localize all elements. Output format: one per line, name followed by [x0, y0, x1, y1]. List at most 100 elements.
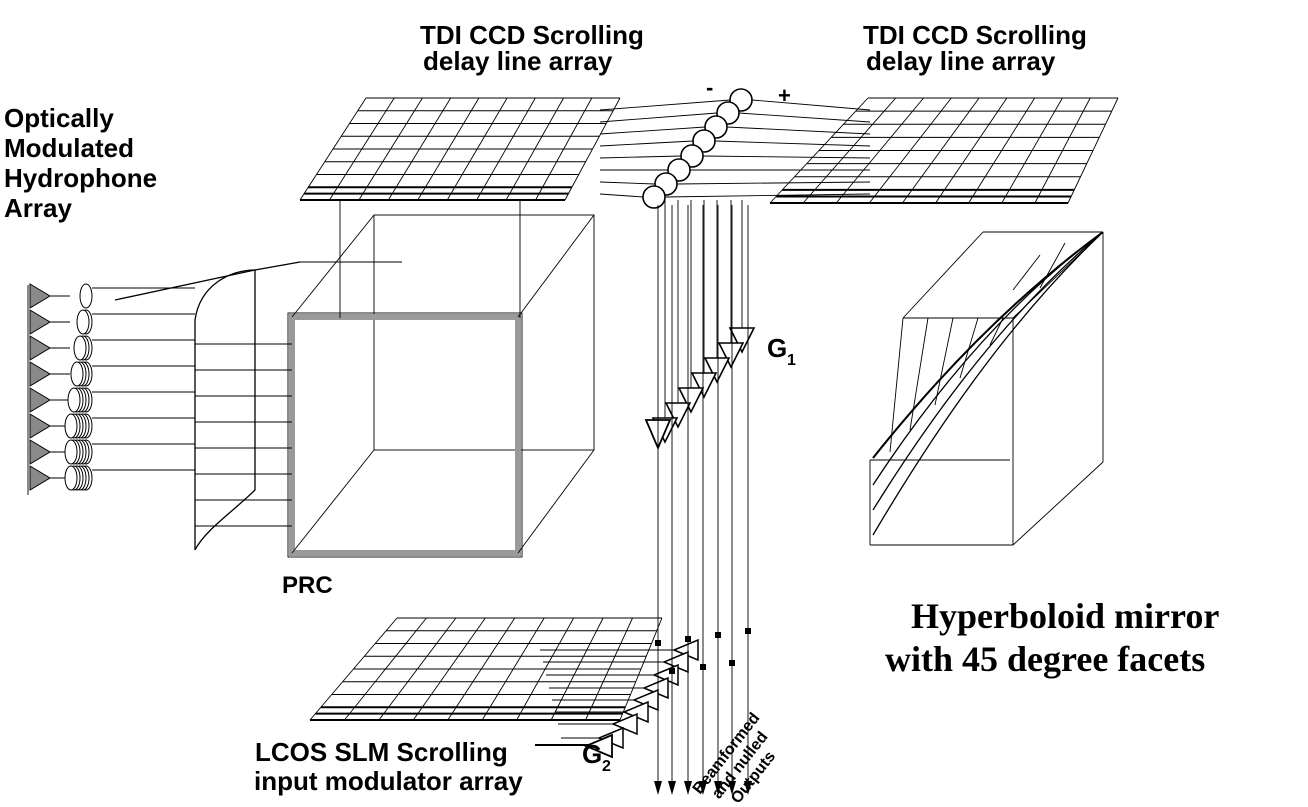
lens-ellipse [64, 465, 78, 491]
tdi-ccd-delay-line-array-left [299, 97, 621, 201]
output-arrowhead [668, 781, 676, 795]
g1-triangle [703, 357, 731, 384]
lcos-line1: LCOS SLM Scrolling [255, 737, 508, 767]
output-arrowhead [714, 781, 722, 795]
g2-amplifier-array [535, 638, 699, 759]
feed-line-left [599, 99, 731, 111]
lcos-line2: input modulator array [254, 766, 523, 796]
grid-col-line [516, 617, 575, 721]
feed-line-right [726, 126, 871, 135]
junction-dot [655, 640, 661, 646]
hydrophone-line3: Hydrophone [4, 163, 157, 193]
grid-col-line [535, 97, 593, 201]
collimating-lens [114, 261, 301, 551]
lens-ellipse [67, 387, 81, 413]
feed-line-right [714, 140, 871, 147]
grid-col-line [1001, 97, 1063, 204]
junction-dot [685, 636, 691, 642]
g1-subscript: 1 [787, 352, 796, 369]
grid-col-line [417, 97, 480, 201]
feed-line-left [599, 193, 644, 198]
grid-col-line [564, 97, 621, 201]
label-outputs: Beamformed and nulled Outputs [690, 710, 779, 807]
grid-col-line [802, 97, 897, 204]
tdi-left-line2: delay line array [423, 46, 613, 76]
feed-line-left [599, 155, 682, 159]
grid-col-line [447, 617, 516, 721]
grid-col-line [769, 97, 869, 204]
grid-col-line [344, 617, 427, 721]
hydrophone-element [29, 361, 51, 387]
junction-dot [669, 668, 675, 674]
grid-col-line [868, 97, 952, 204]
feed-line-right [751, 99, 871, 111]
prc-label: PRC [282, 572, 333, 599]
g1-triangle [690, 372, 718, 399]
summing-junction [642, 185, 666, 209]
grid-col-line [476, 97, 536, 201]
lens-ellipse [64, 413, 78, 439]
feed-line-left [599, 112, 718, 123]
g1-triangle [717, 342, 745, 369]
grid-col-line [329, 97, 395, 201]
grid-col-line [585, 617, 633, 721]
tdi-right-line2: delay line array [866, 46, 1056, 76]
g2-label: G 2 [582, 739, 611, 775]
hydrophone-line2: Modulated [4, 133, 134, 163]
label-mirror: Hyperboloid mirror with 45 degree facets [885, 596, 1219, 679]
lens-ellipse [70, 361, 84, 387]
minus-sign: - [706, 75, 713, 100]
grid-col-line [505, 97, 564, 201]
grid-col-line [378, 617, 457, 721]
g1-letter: G [767, 333, 787, 363]
g1-label: G 1 [767, 333, 796, 369]
lens-ellipse [73, 335, 87, 361]
mirror-line1: Hyperboloid mirror [911, 596, 1219, 636]
hydrophone-element [29, 465, 51, 491]
junction-dot [729, 660, 735, 666]
label-lcos: LCOS SLM Scrolling input modulator array [254, 737, 523, 796]
hydrophone-element [29, 335, 51, 361]
grid-col-line [446, 97, 508, 201]
feed-line-right [664, 193, 871, 198]
output-arrowhead [684, 781, 692, 795]
hydrophone-element [29, 413, 51, 439]
mirror-line2: with 45 degree facets [885, 639, 1205, 679]
grid-col-line [550, 617, 604, 721]
g2-subscript: 2 [602, 758, 611, 775]
grid-col-line [299, 97, 367, 201]
output-arrowhead [728, 781, 736, 795]
grid-col-line [835, 97, 924, 204]
hydrophone-element [29, 283, 51, 309]
g2-triangle [583, 733, 613, 759]
grid-to-cube-lines [300, 200, 521, 318]
grid-col-line [309, 617, 398, 721]
g2-letter: G [582, 739, 602, 769]
prc-cube [287, 214, 595, 558]
optically-modulated-hydrophone-array [27, 283, 292, 527]
junction-dot [715, 632, 721, 638]
hydrophone-element [29, 387, 51, 413]
g2-triangle [611, 712, 638, 736]
grid-col-line [935, 97, 1008, 204]
feed-line-right [676, 181, 871, 185]
tdi-right-line1: TDI CCD Scrolling [863, 20, 1087, 50]
feed-line-left [599, 181, 656, 185]
label-tdi-left: TDI CCD Scrolling delay line array [420, 20, 644, 76]
feed-line-right [738, 112, 871, 123]
grid-col-line [412, 617, 486, 721]
output-arrowhead [654, 781, 662, 795]
grid-col-line [619, 617, 663, 721]
grid-col-line [902, 97, 980, 204]
lens-ellipse [79, 283, 93, 309]
feed-line-right [702, 155, 871, 159]
output-arrowhead [699, 781, 707, 795]
grid-col-line [358, 97, 423, 201]
hydrophone-line4: Array [4, 193, 72, 223]
label-hydrophone: Optically Modulated Hydrophone Array [4, 103, 157, 223]
g1-amplifier-array [644, 200, 756, 451]
feed-line-left [599, 126, 706, 135]
output-lines [654, 205, 752, 795]
plus-sign: + [778, 83, 791, 108]
grid-col-line [1034, 97, 1091, 204]
